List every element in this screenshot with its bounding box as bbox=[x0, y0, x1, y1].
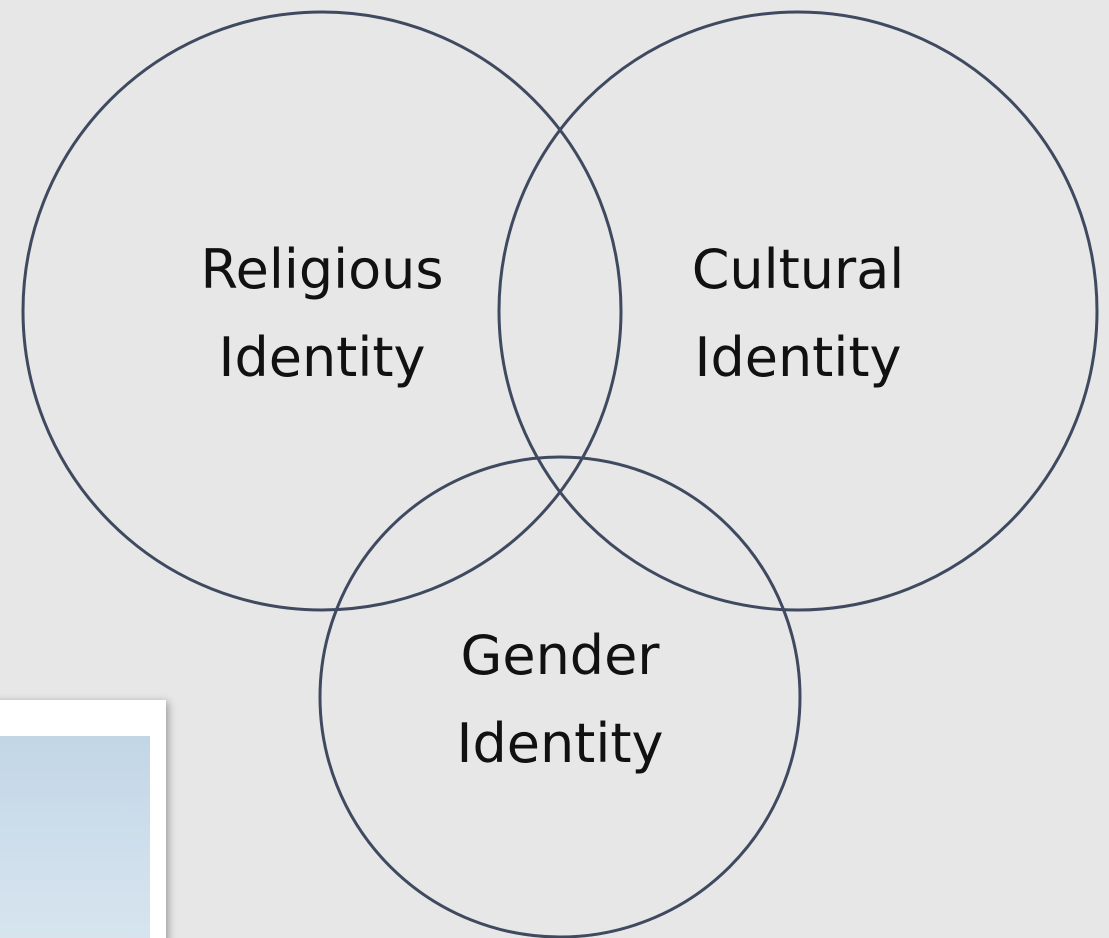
circle-gender-identity bbox=[318, 455, 802, 938]
label-religious-line1: Religious bbox=[200, 238, 444, 301]
photo-thumbnail bbox=[0, 700, 166, 938]
label-religious-line2: Identity bbox=[218, 326, 426, 389]
label-gender-line2: Identity bbox=[456, 712, 664, 775]
label-cultural-identity: Cultural Identity bbox=[618, 226, 978, 402]
circle-cultural-identity bbox=[497, 10, 1099, 612]
label-cultural-line1: Cultural bbox=[691, 238, 905, 301]
label-cultural-line2: Identity bbox=[694, 326, 902, 389]
label-religious-identity: Religious Identity bbox=[142, 226, 502, 402]
photo-image bbox=[0, 736, 150, 938]
label-gender-line1: Gender bbox=[460, 624, 660, 687]
circle-religious-identity bbox=[21, 10, 623, 612]
label-gender-identity: Gender Identity bbox=[380, 612, 740, 788]
